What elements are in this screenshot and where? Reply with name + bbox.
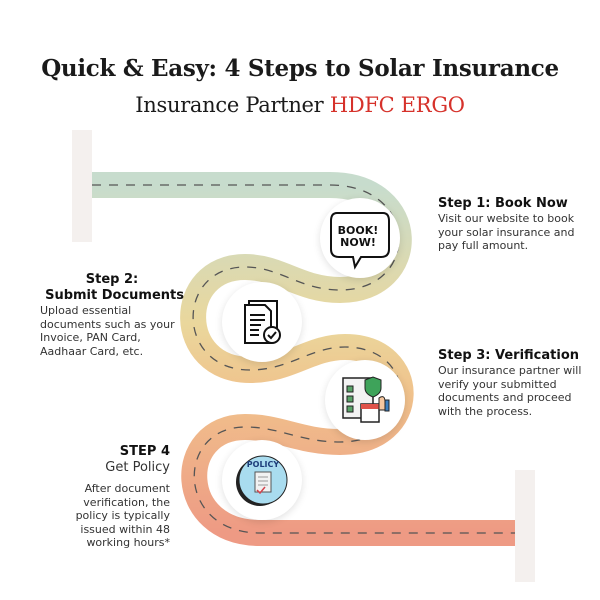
svg-text:BOOK!: BOOK!: [338, 224, 379, 237]
brand-name: HDFC ERGO: [329, 93, 465, 117]
step1-heading: Step 1: Book Now: [438, 196, 568, 211]
end-post: [515, 470, 535, 582]
step2-icon-circle: [222, 282, 302, 362]
step4-body: After document verification, the policy …: [75, 482, 170, 549]
step1-body: Visit our website to book your solar ins…: [438, 212, 575, 252]
step3-body: Our insurance partner will verify your s…: [438, 364, 582, 418]
road-dashes: [92, 184, 515, 534]
documents-check-icon: [244, 300, 281, 344]
book-now-icon: BOOK! NOW!: [330, 212, 390, 270]
step4-subheading: Get Policy: [105, 460, 170, 475]
start-post: [72, 130, 92, 242]
verification-icon: [342, 376, 390, 423]
svg-text:POLICY: POLICY: [247, 460, 280, 469]
step3-heading: Step 3: Verification: [438, 348, 580, 363]
step3-text: Step 3: Verification Our insurance partn…: [438, 348, 588, 418]
subtitle-prefix: Insurance Partner: [135, 93, 324, 117]
policy-icon: POLICY: [236, 455, 288, 506]
page-title: Quick & Easy: 4 Steps to Solar Insurance: [41, 55, 559, 82]
step3-icon-circle: [325, 360, 405, 440]
step2-subheading: Submit Documents: [45, 288, 184, 303]
step4-icon-circle: POLICY: [222, 440, 302, 520]
step2-text: Step 2: Submit Documents Upload essentia…: [40, 272, 184, 358]
step1-icon-circle: BOOK! NOW!: [320, 198, 400, 278]
step1-text: Step 1: Book Now Visit our website to bo…: [438, 196, 588, 253]
step2-body: Upload essential documents such as your …: [40, 304, 175, 358]
page-subtitle: Insurance Partner HDFC ERGO: [0, 93, 600, 117]
svg-text:NOW!: NOW!: [340, 236, 376, 249]
step4-heading: STEP 4: [119, 444, 170, 459]
step2-heading: Step 2:: [85, 272, 139, 287]
step4-text: STEP 4 Get Policy After document verific…: [60, 444, 170, 550]
